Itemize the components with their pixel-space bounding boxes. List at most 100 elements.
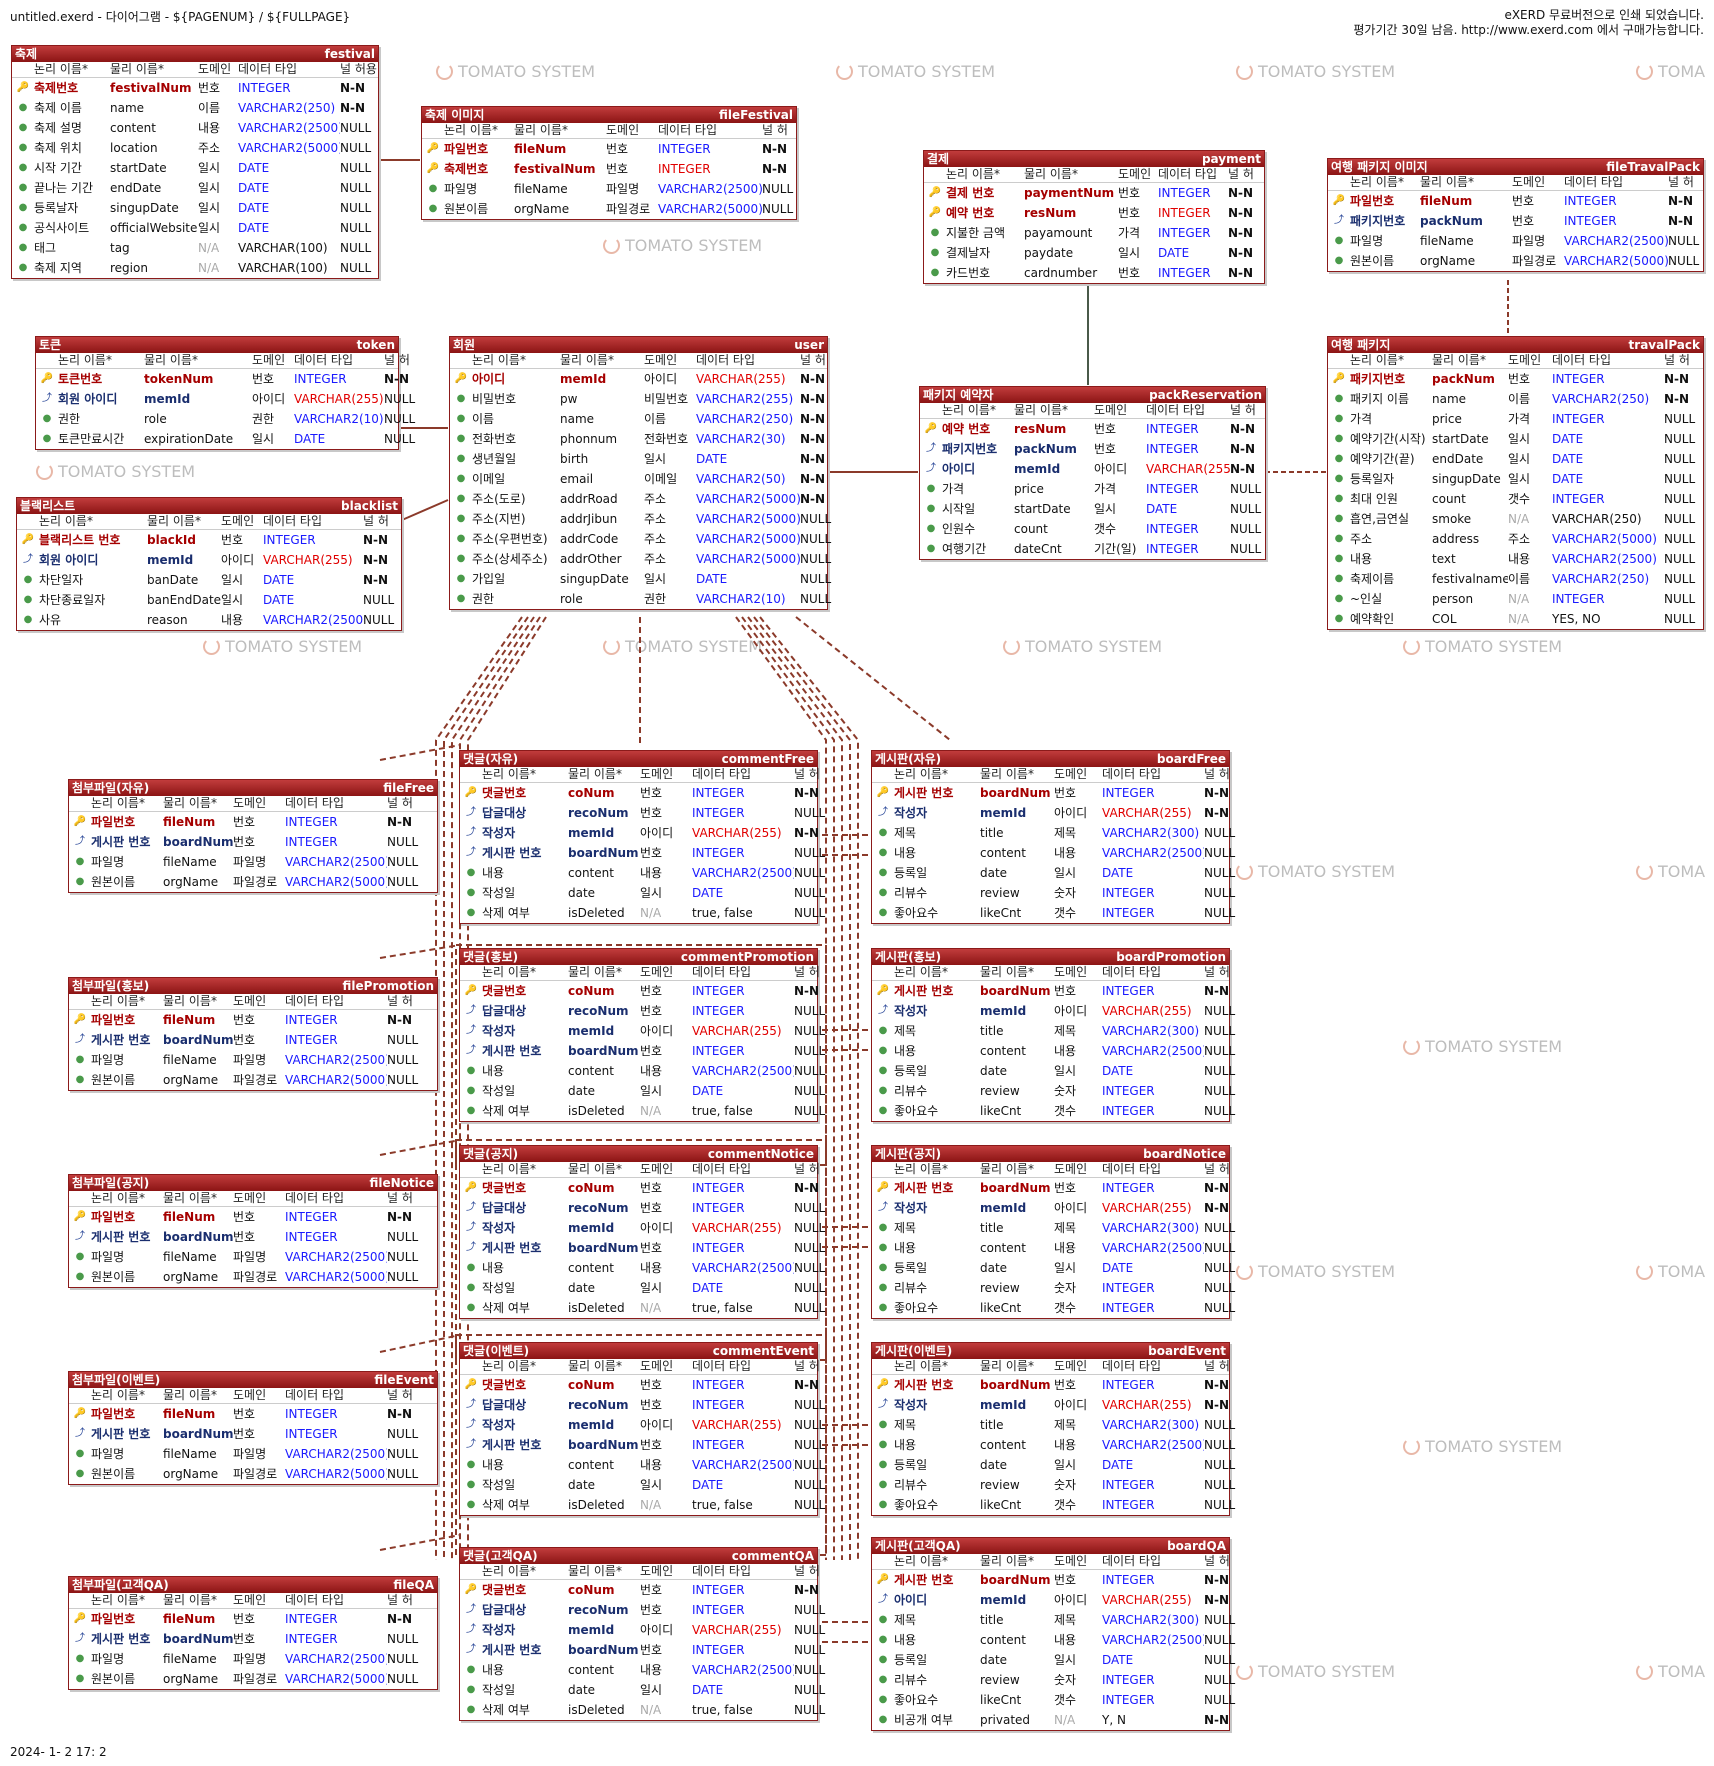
table-row[interactable]: ⤴작성자memId아이디VARCHAR(255)N-N xyxy=(460,823,819,843)
table-row[interactable]: ●태그tagN/AVARCHAR(100)NULL xyxy=(12,238,378,258)
table-row[interactable]: ●리뷰수review숫자INTEGERNULL xyxy=(872,1081,1236,1101)
table-row[interactable]: ⤴게시판 번호boardNum번호INTEGERNULL xyxy=(69,1227,437,1247)
table-festival[interactable]: 축제festival논리 이름*물리 이름*도메인데이터 타입널 허용🔑축제번호… xyxy=(11,45,379,279)
table-token[interactable]: 토큰token논리 이름*물리 이름*도메인데이터 타입널 허용🔑토큰번호tok… xyxy=(35,336,416,450)
table-row[interactable]: 🔑토큰번호tokenNum번호INTEGERN-N xyxy=(36,369,409,389)
table-row[interactable]: ⤴게시판 번호boardNum번호INTEGERNULL xyxy=(460,1435,825,1455)
table-row[interactable]: ⤴작성자memId아이디VARCHAR(255)NULL xyxy=(872,1001,1235,1021)
table-boardPromotion[interactable]: 게시판(홍보)boardPromotion논리 이름*물리 이름*도메인데이터 … xyxy=(871,948,1236,1122)
table-row[interactable]: ●제목title제목VARCHAR2(300)NULL xyxy=(872,1415,1236,1435)
table-user[interactable]: 회원user논리 이름*물리 이름*도메인데이터 타입널 허용🔑아이디memId… xyxy=(449,336,832,610)
table-row[interactable]: ●내용content내용VARCHAR2(2500)NULL xyxy=(872,1238,1236,1258)
table-payment[interactable]: 결제payment논리 이름*물리 이름*도메인데이터 타입널 허용🔑결제 번호… xyxy=(923,150,1265,284)
table-row[interactable]: ●파일명fileName파일명VARCHAR2(2500)NULL xyxy=(69,1050,437,1070)
table-row[interactable]: ●파일명fileName파일명VARCHAR2(2500)NULL xyxy=(69,1444,437,1464)
table-fileEvent[interactable]: 첨부파일(이벤트)fileEvent논리 이름*물리 이름*도메인데이터 타입널… xyxy=(68,1371,438,1485)
table-row[interactable]: ●원본이름orgName파일경로VARCHAR2(5000)NULL xyxy=(422,199,796,219)
table-fileFree[interactable]: 첨부파일(자유)fileFree논리 이름*물리 이름*도메인데이터 타입널 허… xyxy=(68,779,438,893)
table-row[interactable]: 🔑블랙리스트 번호blackId번호INTEGERN-N xyxy=(17,530,401,550)
table-row[interactable]: 🔑게시판 번호boardNum번호INTEGERN-N xyxy=(872,1178,1229,1198)
table-row[interactable]: 🔑예약 번호resNum번호INTEGERN-N xyxy=(920,419,1265,439)
table-row[interactable]: ●차단일자banDate일시DATEN-N xyxy=(17,570,401,590)
table-row[interactable]: ⤴작성자memId아이디VARCHAR(255)NULL xyxy=(460,1218,825,1238)
table-fileQA[interactable]: 첨부파일(고객QA)fileQA논리 이름*물리 이름*도메인데이터 타입널 허… xyxy=(68,1576,438,1690)
table-row[interactable]: ⤴작성자memId아이디VARCHAR(255)NULL xyxy=(460,1620,825,1640)
table-row[interactable]: ●내용content내용VARCHAR2(2500)NULL xyxy=(460,1258,826,1278)
table-row[interactable]: ●~인실personN/AINTEGERNULL xyxy=(1328,589,1703,609)
table-row[interactable]: 🔑파일번호fileNum번호INTEGERN-N xyxy=(1328,191,1703,211)
table-row[interactable]: 🔑파일번호fileNum번호INTEGERN-N xyxy=(69,1010,437,1030)
table-row[interactable]: ●원본이름orgName파일경로VARCHAR2(5000)NULL xyxy=(69,1070,437,1090)
table-row[interactable]: ⤴답글대상recoNum번호INTEGERNULL xyxy=(460,803,825,823)
table-row[interactable]: ●비공개 여부privatedN/AY, NN-N xyxy=(872,1710,1229,1730)
table-row[interactable]: 🔑게시판 번호boardNum번호INTEGERN-N xyxy=(872,783,1229,803)
table-row[interactable]: ●최대 인원count갯수INTEGERNULL xyxy=(1328,489,1703,509)
table-row[interactable]: ●전화번호phonnum전화번호VARCHAR2(30)N-N xyxy=(450,429,827,449)
table-row[interactable]: ●작성일date일시DATENULL xyxy=(460,1680,826,1700)
table-row[interactable]: ●주소(상세주소)addrOther주소VARCHAR2(5000)NULL xyxy=(450,549,832,569)
table-row[interactable]: ●좋아요수likeCnt갯수INTEGERNULL xyxy=(872,1495,1236,1515)
table-row[interactable]: 🔑파일번호fileNum번호INTEGERN-N xyxy=(69,1404,437,1424)
table-row[interactable]: ⤴작성자memId아이디VARCHAR(255)NULL xyxy=(460,1021,825,1041)
table-row[interactable]: ●차단종료일자banEndDate일시DATENULL xyxy=(17,590,401,610)
table-row[interactable]: ●권한role권한VARCHAR2(10)NULL xyxy=(450,589,832,609)
table-row[interactable]: ●가격price가격INTEGERNULL xyxy=(1328,409,1703,429)
table-row[interactable]: ●삭제 여부isDeletedN/Atrue, falseNULL xyxy=(460,1101,826,1121)
table-row[interactable]: ●등록일자singupDate일시DATENULL xyxy=(1328,469,1703,489)
table-row[interactable]: ⤴답글대상recoNum번호INTEGERNULL xyxy=(460,1198,825,1218)
table-boardEvent[interactable]: 게시판(이벤트)boardEvent논리 이름*물리 이름*도메인데이터 타입널… xyxy=(871,1342,1236,1516)
table-row[interactable]: ●원본이름orgName파일경로VARCHAR2(5000)NULL xyxy=(69,1267,437,1287)
table-commentNotice[interactable]: 댓글(공지)commentNotice논리 이름*물리 이름*도메인데이터 타입… xyxy=(459,1145,826,1319)
table-fileTravalPack[interactable]: 여행 패키지 이미지fileTravalPack논리 이름*물리 이름*도메인데… xyxy=(1327,158,1704,272)
table-row[interactable]: ●내용content내용VARCHAR2(2500)NULL xyxy=(460,863,826,883)
table-row[interactable]: ●제목title제목VARCHAR2(300)NULL xyxy=(872,1218,1236,1238)
table-row[interactable]: ●토큰만료시간expirationDate일시DATENULL xyxy=(36,429,416,449)
table-commentEvent[interactable]: 댓글(이벤트)commentEvent논리 이름*물리 이름*도메인데이터 타입… xyxy=(459,1342,826,1516)
table-row[interactable]: ⤴게시판 번호boardNum번호INTEGERNULL xyxy=(69,832,437,852)
table-row[interactable]: ●축제 이름name이름VARCHAR2(250)N-N xyxy=(12,98,378,118)
table-row[interactable]: ●리뷰수review숫자INTEGERNULL xyxy=(872,1475,1236,1495)
table-row[interactable]: 🔑댓글번호coNum번호INTEGERN-N xyxy=(460,1178,819,1198)
table-row[interactable]: ●리뷰수review숫자INTEGERNULL xyxy=(872,883,1236,903)
table-row[interactable]: ●파일명fileName파일명VARCHAR2(2500)NULL xyxy=(69,1247,437,1267)
table-row[interactable]: ●주소(지번)addrJibun주소VARCHAR2(5000)NULL xyxy=(450,509,832,529)
table-row[interactable]: ●내용text내용VARCHAR2(2500)NULL xyxy=(1328,549,1703,569)
table-commentFree[interactable]: 댓글(자유)commentFree논리 이름*물리 이름*도메인데이터 타입널 … xyxy=(459,750,826,924)
table-row[interactable]: ●등록일date일시DATENULL xyxy=(872,863,1236,883)
table-row[interactable]: ●주소(우편번호)addrCode주소VARCHAR2(5000)NULL xyxy=(450,529,832,549)
table-row[interactable]: ●내용content내용VARCHAR2(2500)NULL xyxy=(872,1041,1236,1061)
table-boardFree[interactable]: 게시판(자유)boardFree논리 이름*물리 이름*도메인데이터 타입널 허… xyxy=(871,750,1236,924)
table-row[interactable]: 🔑댓글번호coNum번호INTEGERN-N xyxy=(460,981,819,1001)
table-row[interactable]: ●작성일date일시DATENULL xyxy=(460,1475,826,1495)
table-fileFestival[interactable]: 축제 이미지fileFestival논리 이름*물리 이름*도메인데이터 타입널… xyxy=(421,106,797,220)
table-row[interactable]: ⤴패키지번호packNum번호INTEGERN-N xyxy=(1328,211,1703,231)
table-row[interactable]: ●파일명fileName파일명VARCHAR2(2500)NULL xyxy=(69,852,437,872)
table-row[interactable]: 🔑축제번호festivalNum번호INTEGERN-N xyxy=(12,78,378,98)
table-row[interactable]: ●좋아요수likeCnt갯수INTEGERNULL xyxy=(872,1101,1236,1121)
table-row[interactable]: ●작성일date일시DATENULL xyxy=(460,1278,826,1298)
table-row[interactable]: ●축제 위치location주소VARCHAR2(5000)NULL xyxy=(12,138,378,158)
table-row[interactable]: ●원본이름orgName파일경로VARCHAR2(5000)NULL xyxy=(69,1464,437,1484)
table-row[interactable]: ●이메일email이메일VARCHAR2(50)N-N xyxy=(450,469,827,489)
table-row[interactable]: 🔑댓글번호coNum번호INTEGERN-N xyxy=(460,1375,819,1395)
table-row[interactable]: 🔑축제번호festivalNum번호INTEGERN-N xyxy=(422,159,796,179)
table-row[interactable]: 🔑파일번호fileNum번호INTEGERN-N xyxy=(69,1207,437,1227)
table-row[interactable]: ●파일명fileName파일명VARCHAR2(2500)NULL xyxy=(69,1649,437,1669)
table-row[interactable]: ●삭제 여부isDeletedN/Atrue, falseNULL xyxy=(460,1700,826,1720)
table-row[interactable]: ●축제이름festivalname이름VARCHAR2(250)NULL xyxy=(1328,569,1703,589)
table-commentQA[interactable]: 댓글(고객QA)commentQA논리 이름*물리 이름*도메인데이터 타입널 … xyxy=(459,1547,826,1721)
table-row[interactable]: ⤴작성자memId아이디VARCHAR(255)N-N xyxy=(872,803,1229,823)
table-row[interactable]: ⤴회원 아이디memId아이디VARCHAR(255)NULL xyxy=(36,389,415,409)
table-row[interactable]: ●공식사이트officialWebsite일시DATENULL xyxy=(12,218,378,238)
table-row[interactable]: ⤴게시판 번호boardNum번호INTEGERNULL xyxy=(69,1030,437,1050)
table-blacklist[interactable]: 블랙리스트blacklist논리 이름*물리 이름*도메인데이터 타입널 허용🔑… xyxy=(16,497,402,631)
table-row[interactable]: ●지불한 금액payamount가격INTEGERN-N xyxy=(924,223,1264,243)
table-row[interactable]: 🔑댓글번호coNum번호INTEGERN-N xyxy=(460,783,819,803)
table-row[interactable]: ●가입일singupDate일시DATENULL xyxy=(450,569,832,589)
table-row[interactable]: 🔑파일번호fileNum번호INTEGERN-N xyxy=(422,139,796,159)
table-row[interactable]: ●등록일date일시DATENULL xyxy=(872,1455,1236,1475)
table-fileNotice[interactable]: 첨부파일(공지)fileNotice논리 이름*물리 이름*도메인데이터 타입널… xyxy=(68,1174,438,1288)
table-row[interactable]: ⤴게시판 번호boardNum번호INTEGERNULL xyxy=(460,1640,825,1660)
table-row[interactable]: ●인원수count갯수INTEGERNULL xyxy=(920,519,1265,539)
table-row[interactable]: ●생년월일birth일시DATEN-N xyxy=(450,449,827,469)
